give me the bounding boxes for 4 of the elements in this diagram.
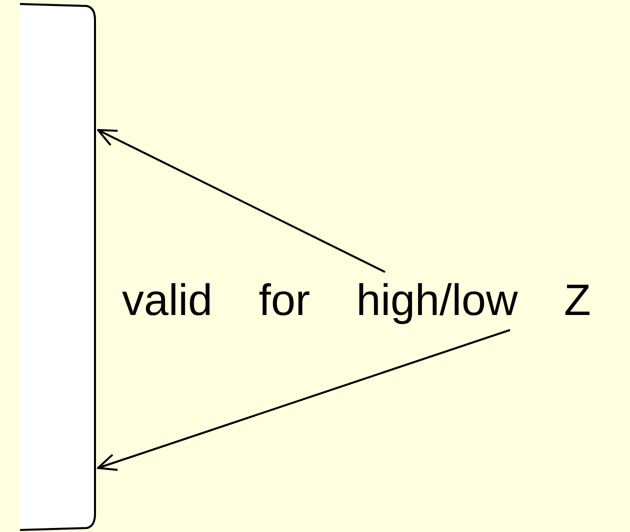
arrow xyxy=(97,129,386,273)
annotation-text: valid for high/low Z xyxy=(122,276,591,325)
arrow xyxy=(97,329,510,471)
bracket-panel xyxy=(20,0,98,532)
